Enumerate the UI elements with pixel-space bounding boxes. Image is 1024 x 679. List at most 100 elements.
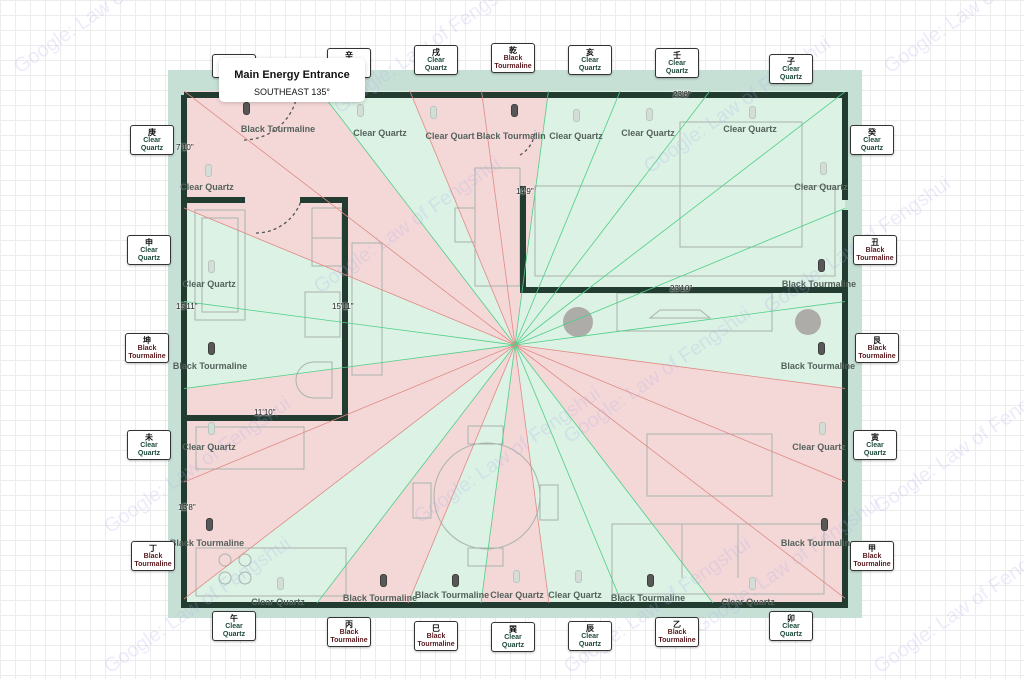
sector-glyph: 未: [145, 433, 153, 442]
sector-wedge: [320, 91, 515, 345]
popup-subtitle: SOUTHEAST 135°: [254, 87, 330, 97]
black-tourmaline-icon[interactable]: [818, 342, 825, 355]
clear-quartz-icon[interactable]: [277, 577, 284, 590]
black-tourmaline-icon[interactable]: [243, 102, 250, 115]
black-tourmaline-icon[interactable]: [452, 574, 459, 587]
sofa: [611, 523, 825, 595]
black-tourmaline-icon[interactable]: [821, 518, 828, 531]
clear-quartz-icon[interactable]: [820, 162, 827, 175]
black-tourmaline-icon[interactable]: [208, 342, 215, 355]
sector-glyph: 巳: [432, 624, 440, 633]
crystal-placement-label: Clear Quartz: [548, 590, 602, 600]
crystal-placement-label: Clear Quartz: [490, 590, 544, 600]
crystal-placement-label: Black Tourmalin: [476, 131, 546, 141]
floor-plan-canvas[interactable]: [0, 0, 1024, 663]
sector-crystal: Black Tourmaline: [134, 553, 172, 568]
sector-wedge: [184, 345, 515, 603]
sector-crystal: Clear Quartz: [140, 137, 164, 152]
clear-quartz-icon[interactable]: [575, 570, 582, 583]
kitchen-sink: [195, 426, 305, 470]
sector-ray: [514, 344, 714, 603]
clear-quartz-icon[interactable]: [573, 109, 580, 122]
black-tourmaline-icon[interactable]: [206, 518, 213, 531]
sector-crystal: Clear Quartz: [860, 137, 884, 152]
sector-crystal: Black Tourmaline: [330, 629, 368, 644]
bed: [679, 121, 803, 248]
crystal-placement-label: Black Tourmaline: [780, 538, 856, 548]
crystal-placement-label: Black Tourmaline: [240, 124, 316, 134]
walls: [181, 92, 848, 608]
sector-crystal: Black Tourmaline: [858, 345, 896, 360]
sector-glyph: 午: [230, 614, 238, 623]
sector-ray: [514, 344, 845, 599]
dimension-label: 11'10": [254, 408, 276, 417]
clear-quartz-icon[interactable]: [205, 164, 212, 177]
sector-crystal: Black Tourmaline: [494, 55, 532, 70]
sector-glyph: 戌: [432, 48, 440, 57]
crystal-placement-label: Clear Quartz: [182, 279, 236, 289]
furniture-layer: [194, 121, 836, 597]
clear-quartz-icon[interactable]: [749, 577, 756, 590]
clear-quartz-icon[interactable]: [357, 104, 364, 117]
clear-quartz-icon[interactable]: [513, 570, 520, 583]
sector-glyph: 辰: [586, 624, 594, 633]
sector-ray: [184, 344, 516, 389]
black-tourmaline-icon[interactable]: [818, 259, 825, 272]
sector-glyph: 子: [787, 57, 795, 66]
sector-crystal: Clear Quartz: [779, 66, 803, 81]
main-entrance-popup[interactable]: Main Energy Entrance SOUTHEAST 135°: [219, 58, 365, 102]
clear-quartz-icon[interactable]: [819, 422, 826, 435]
crystal-placement-label: Clear Quartz: [721, 597, 775, 607]
clear-quartz-icon[interactable]: [208, 422, 215, 435]
sector-crystal: Clear Quartz: [137, 442, 161, 457]
black-tourmaline-icon[interactable]: [647, 574, 654, 587]
sector-ray: [514, 91, 711, 346]
sector-ray: [514, 301, 845, 346]
black-tourmaline-icon[interactable]: [380, 574, 387, 587]
sector-glyph: 癸: [868, 128, 876, 137]
clear-quartz-icon[interactable]: [430, 106, 437, 119]
counter: [351, 242, 383, 376]
dimension-label: 7'10": [176, 143, 194, 152]
crystal-placement-label: Clear Quartz: [182, 442, 236, 452]
sector-crystal: Clear Quartz: [863, 442, 887, 457]
sector-wedge: [481, 345, 549, 603]
sector-wedge: [184, 345, 515, 599]
sector-crystal: Clear Quartz: [779, 623, 803, 638]
sector-crystal: Black Tourmaline: [417, 633, 455, 648]
sector-crystal: Black Tourmaline: [128, 345, 166, 360]
clear-quartz-icon[interactable]: [208, 260, 215, 273]
clear-quartz-icon[interactable]: [749, 106, 756, 119]
sector-glyph: 丑: [871, 238, 879, 247]
sector-wedge: [515, 345, 713, 603]
sector-ray: [480, 344, 516, 603]
sector-glyph: 辛: [345, 51, 353, 60]
sector-ray: [514, 344, 845, 483]
black-tourmaline-icon[interactable]: [511, 104, 518, 117]
clear-quartz-icon[interactable]: [646, 108, 653, 121]
sector-crystal: Clear Quartz: [222, 623, 246, 638]
